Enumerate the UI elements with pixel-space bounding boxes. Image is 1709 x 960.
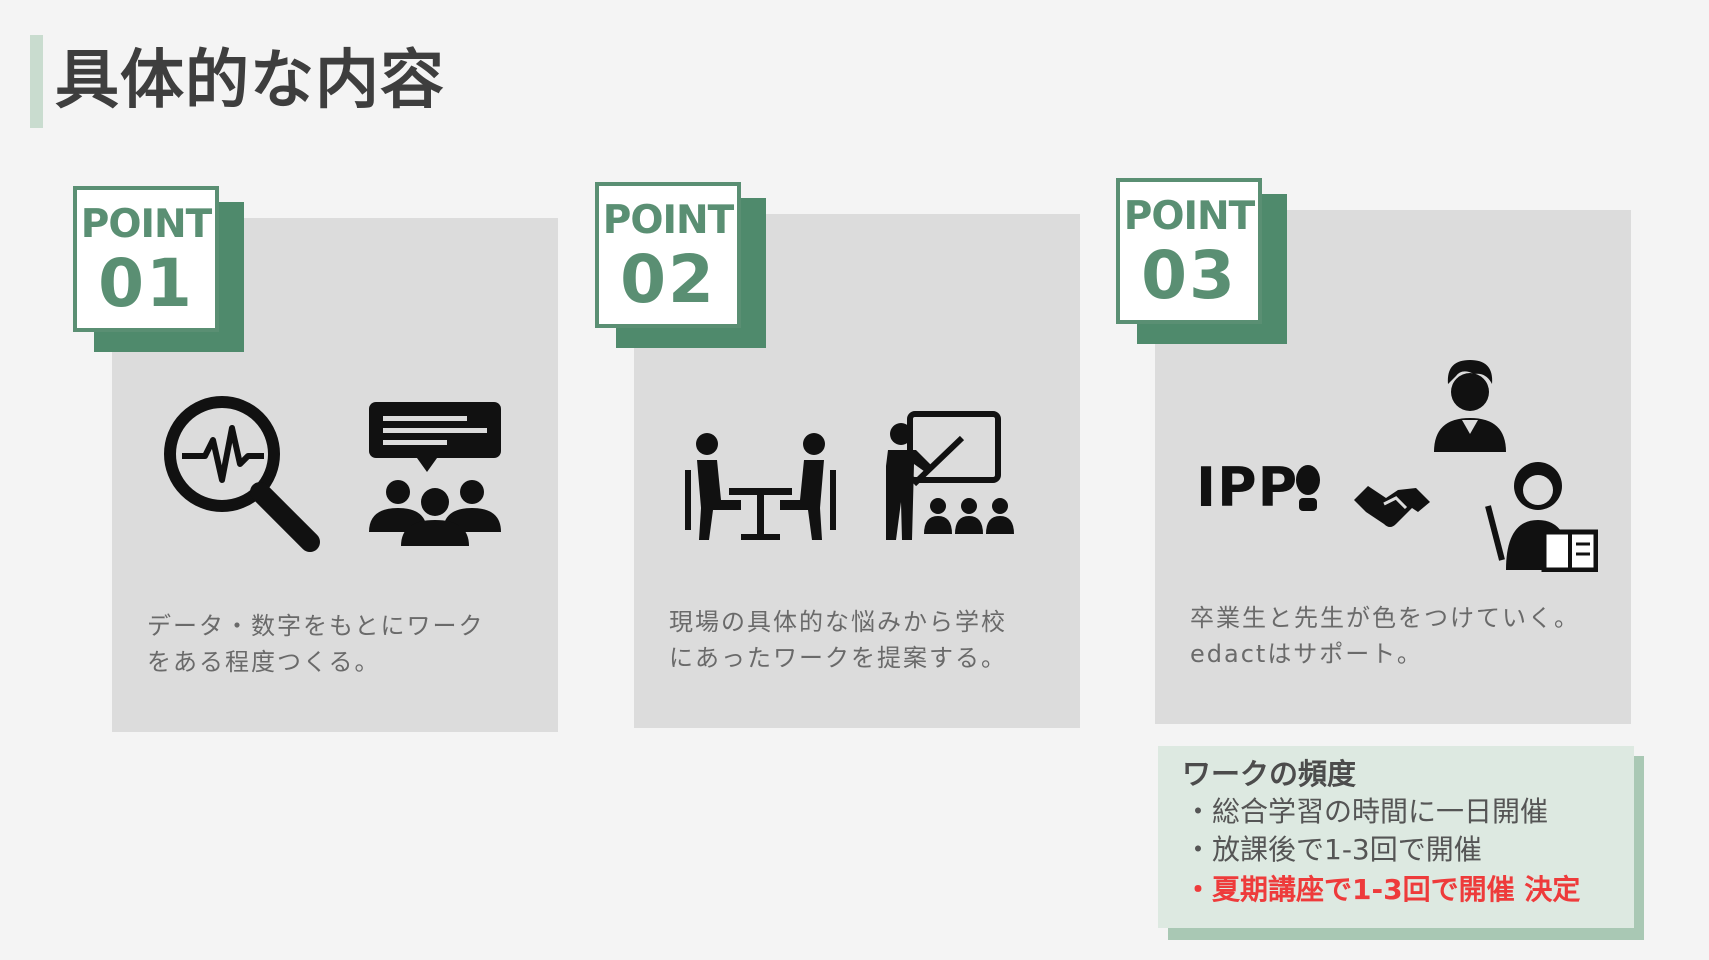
frequency-item: ・放課後で1-3回で開催 — [1184, 833, 1482, 866]
graduate-person-icon — [1434, 360, 1506, 452]
group-discussion-icon — [369, 402, 501, 546]
frequency-box: ワークの頻度 ・総合学習の時間に一日開催 ・放課後で1-3回で開催 ・夏期講座で… — [1158, 746, 1634, 928]
point-badge-2: POINT 02 — [595, 182, 741, 328]
point-text-2: 現場の具体的な悩みから学校 にあったワークを提案する。 — [669, 608, 1007, 672]
point-text-1: データ・数字をもとにワーク をある程度つくる。 — [147, 612, 485, 676]
ipp-logo: IPP — [1196, 456, 1299, 519]
point-text-3: 卒業生と先生が色をつけていく。 edactはサポート。 — [1190, 604, 1580, 668]
point-badge-1: POINT 01 — [73, 186, 219, 332]
handshake-icon — [1354, 486, 1430, 527]
analytics-magnifier-icon — [164, 396, 320, 552]
teacher-presentation-icon — [886, 411, 1014, 540]
point-badge-3: POINT 03 — [1116, 178, 1262, 324]
frequency-item: ・総合学習の時間に一日開催 — [1184, 795, 1549, 828]
title-accent-bar — [30, 35, 43, 128]
teacher-with-book-icon — [1485, 462, 1598, 572]
frequency-item-decided: ・夏期講座で1-3回で開催 決定 — [1184, 873, 1581, 906]
footprint-icon — [1296, 465, 1320, 511]
frequency-title: ワークの頻度 — [1182, 757, 1357, 791]
consultation-meeting-icon — [685, 433, 836, 540]
page-title: 具体的な内容 — [55, 44, 445, 118]
